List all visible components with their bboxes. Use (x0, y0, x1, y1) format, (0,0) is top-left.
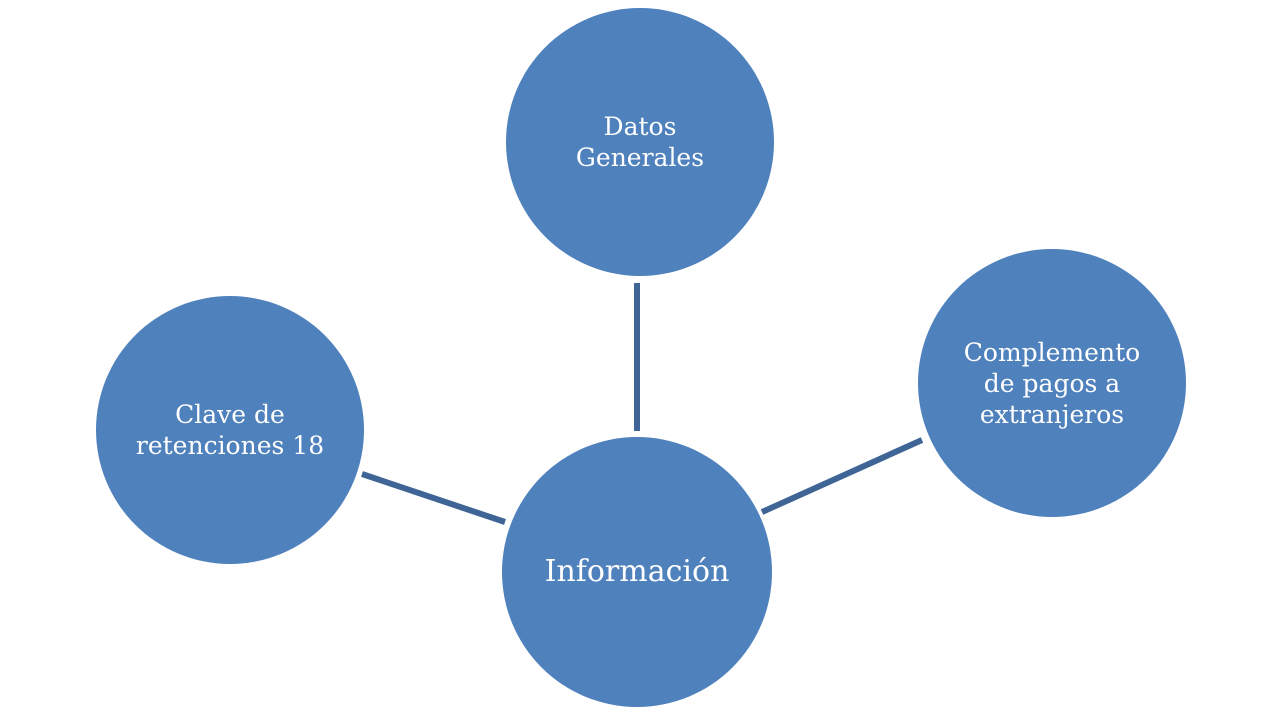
connector-right (760, 437, 924, 515)
node-label-complemento-de-pagos: Complemento de pagos a extranjeros (963, 337, 1141, 429)
node-informacion: Información (502, 437, 772, 707)
node-clave-de-retenciones: Clave de retenciones 18 (96, 296, 364, 564)
connector-left (361, 471, 506, 525)
node-datos-generales: Datos Generales (506, 8, 774, 276)
node-label-datos-generales: Datos Generales (575, 112, 705, 172)
node-label-clave-de-retenciones: Clave de retenciones 18 (135, 400, 325, 460)
node-label-informacion: Información (544, 554, 730, 589)
node-complemento-de-pagos: Complemento de pagos a extranjeros (918, 249, 1186, 517)
